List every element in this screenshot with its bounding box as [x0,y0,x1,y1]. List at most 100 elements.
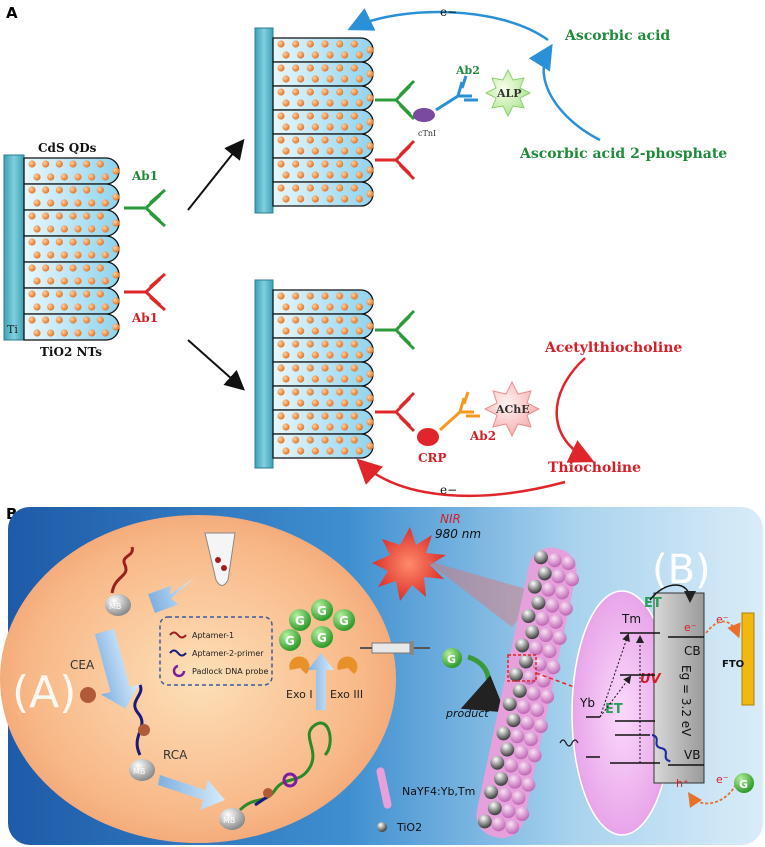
cds-qd-dot [341,75,349,83]
cds-qd-dot [292,388,300,396]
cds-qd-dot [60,329,68,337]
cds-qd-dot [47,251,55,259]
cds-qd-dot [83,316,91,324]
legend-aptamer1: Aptamer-1 [192,631,234,640]
flow-arrow-up [308,653,334,710]
nayf4-particle [517,761,532,776]
cds-qd-dot [74,199,82,207]
cea-antigen [80,687,96,703]
cds-qd-dot [60,277,68,285]
cds-qd-dot [306,364,314,372]
cds-qd-dot [28,238,36,246]
bottom-enzyme-cycle-arrow [555,357,595,463]
cds-qd-dot [326,171,334,179]
cds-qd-dot [28,290,36,298]
cds-qd-dot [355,75,363,83]
cds-qd-dot [47,329,55,337]
cds-qd-dot [355,447,363,455]
cds-qd-dot [326,123,334,131]
cds-qd-dot [69,290,77,298]
cds-qd-dot [282,303,290,311]
cds-qd-dot [277,340,285,348]
top-enzyme-cycle-arrow [528,43,601,142]
cds-qd-dot [311,99,319,107]
cds-qd-dot [350,40,358,48]
nayf4-particle [536,673,551,688]
cds-qd-dot [47,277,55,285]
cds-qd-dot [42,264,50,272]
cds-qd-dot [350,292,358,300]
h-plus-label: h⁺ [676,777,689,790]
e-minus-right-label: e⁻ [716,613,729,626]
cds-qd-dot [311,147,319,155]
tio2-particle [512,683,527,698]
cds-qd-dot [277,184,285,192]
g-ball-label: G [339,614,349,628]
nayf4-label: NaYF4:Yb,Tm [402,785,475,798]
cds-qd-dot [55,212,63,220]
nayf4-particle [535,611,550,626]
arrow-to-top [187,138,245,211]
g-ball-label: G [317,631,327,645]
cds-qd-dot [311,447,319,455]
ab1-green-label: Ab1 [131,169,158,183]
cds-qd-dot [355,195,363,203]
cds-qd-dot [311,375,319,383]
flow-arrow-3 [158,775,225,810]
cds-qd-dot [366,142,374,150]
cds-qd-dot [47,303,55,311]
cds-qd-dot [277,436,285,444]
tio2-particle [487,801,502,816]
cds-qd-dot [311,303,319,311]
cds-qd-dot [277,112,285,120]
cds-qd-dot [88,251,96,259]
cds-qd-dot [321,160,329,168]
cds-qd-dot [83,290,91,298]
cds-qd-dot [297,375,305,383]
cds-qd-dot [292,64,300,72]
cds-qd-dot [341,399,349,407]
cds-qd-dot [277,412,285,420]
cds-qd-dot [321,412,329,420]
tio2-particle [484,785,499,800]
bottom-electrode [254,279,274,469]
nayf4-particle [541,582,556,597]
cds-qd-dot [277,364,285,372]
tio2-legend: TiO2 [377,821,422,834]
cds-qd-dot [326,147,334,155]
cds-qd-dot [306,412,314,420]
cds-qd-dot [297,447,305,455]
mb-bead-3: MB [219,721,332,830]
cds-qd-dot [306,40,314,48]
cds-qd-dot [282,147,290,155]
left-electrode-assembly: Ti CdS QDs TiO2 NTs [3,141,120,359]
cds-qd-dot [292,136,300,144]
cds-qd-dot [336,340,344,348]
cds-qd-dot [341,147,349,155]
nayf4-particle [513,745,528,760]
g-ball [279,629,301,651]
nayf4-particle [555,585,570,600]
legend-aptamer2: Aptamer-2-primer [192,649,264,658]
cds-qd-dot [350,136,358,144]
tio2-particle [525,625,540,640]
cds-qd-dot [306,388,314,396]
cds-qd-dot [277,160,285,168]
cds-qd-dot [101,277,109,285]
cds-qd-dot [297,327,305,335]
cds-qd-dot [341,423,349,431]
cds-qd-dot [326,75,334,83]
cds-qd-dot [297,303,305,311]
g-ball [311,599,333,621]
nir-label: NIR [440,512,461,526]
sample-tube-icon [204,532,236,586]
g-ball [289,609,311,631]
cds-qd-dot [321,364,329,372]
cds-qd-dot [355,375,363,383]
tio2-particle [496,726,511,741]
cds-qd-dot [336,388,344,396]
cds-qd-dot [282,399,290,407]
cds-qd-dot [306,136,314,144]
cds-qd-dot [292,340,300,348]
